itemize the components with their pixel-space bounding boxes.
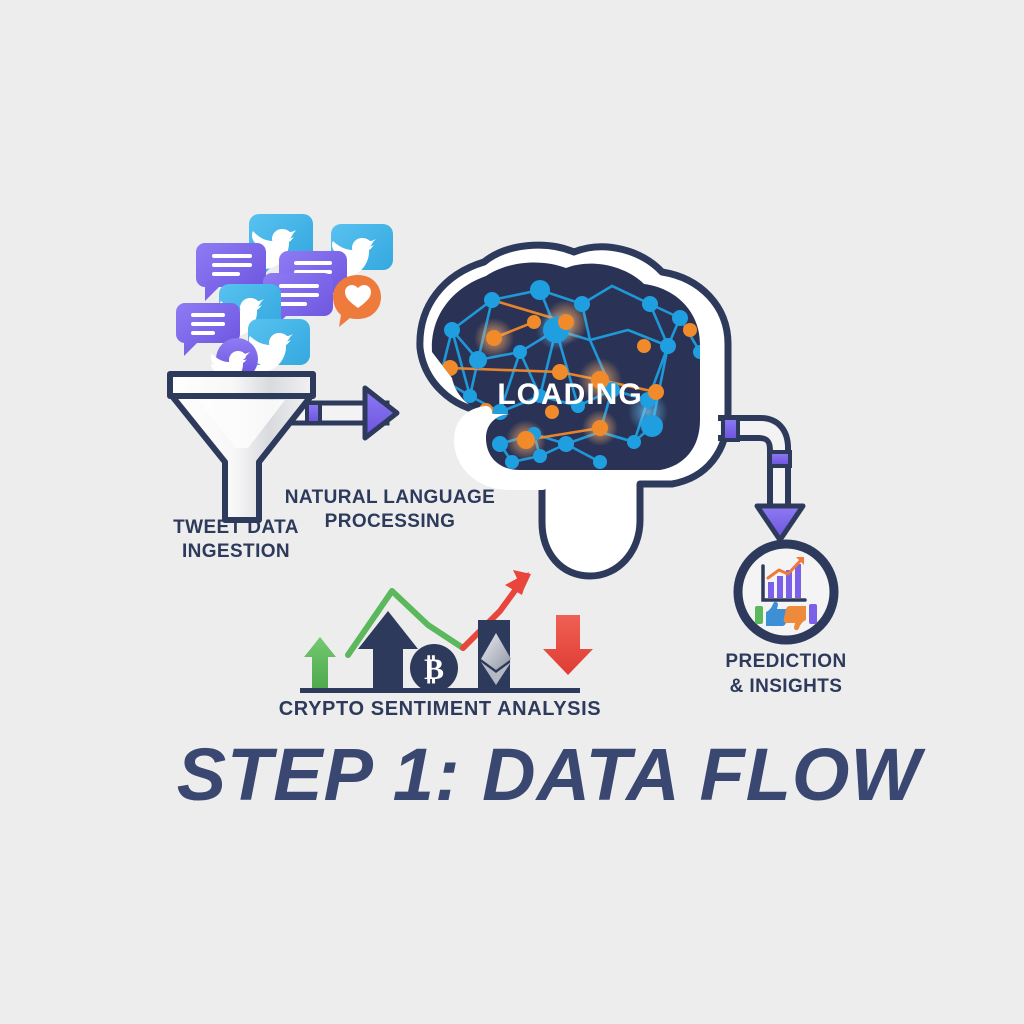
bitcoin-icon: ₿ xyxy=(410,644,458,692)
label-tweet-data-ingestion-line2: INGESTION xyxy=(182,541,290,562)
crypto-sentiment-chart: ₿ xyxy=(300,570,593,693)
twitter-bubble xyxy=(247,319,310,378)
svg-text:₿: ₿ xyxy=(424,653,444,686)
funnel-icon xyxy=(167,371,316,523)
heart-bubble xyxy=(333,275,381,327)
stage-labels: TWEET DATA INGESTION NATURAL LANGUAGE PR… xyxy=(173,487,846,720)
label-natural-language-processing-line2: PROCESSING xyxy=(325,511,456,532)
brain-icon: LOADING xyxy=(416,241,732,580)
ethereum-icon xyxy=(481,633,511,685)
label-prediction-insights-line2: & INSIGHTS xyxy=(730,676,843,697)
bar-down-red xyxy=(543,615,593,675)
green-trend-line xyxy=(345,588,466,658)
funnel-to-brain-pipe xyxy=(284,385,400,441)
label-crypto-sentiment-analysis: CRYPTO SENTIMENT ANALYSIS xyxy=(279,698,601,720)
label-tweet-data-ingestion-line1: TWEET DATA xyxy=(173,517,299,538)
bar-up-small xyxy=(304,637,336,689)
prediction-insights-icon xyxy=(733,539,839,645)
brain-to-prediction-pipe xyxy=(718,415,806,543)
brain-loading-text: LOADING xyxy=(497,378,642,411)
label-prediction-insights-line1: PREDICTION xyxy=(725,651,846,672)
page-title: STEP 1: DATA FLOW xyxy=(177,733,927,816)
bar-up-large xyxy=(358,611,418,689)
social-bubble-cloud xyxy=(176,214,393,386)
chart-baseline xyxy=(300,688,580,693)
flow-arrow-right-icon xyxy=(362,385,400,441)
flow-arrow-down-icon xyxy=(754,503,806,543)
label-natural-language-processing-line1: NATURAL LANGUAGE xyxy=(285,487,495,508)
red-trend-line xyxy=(460,582,522,651)
